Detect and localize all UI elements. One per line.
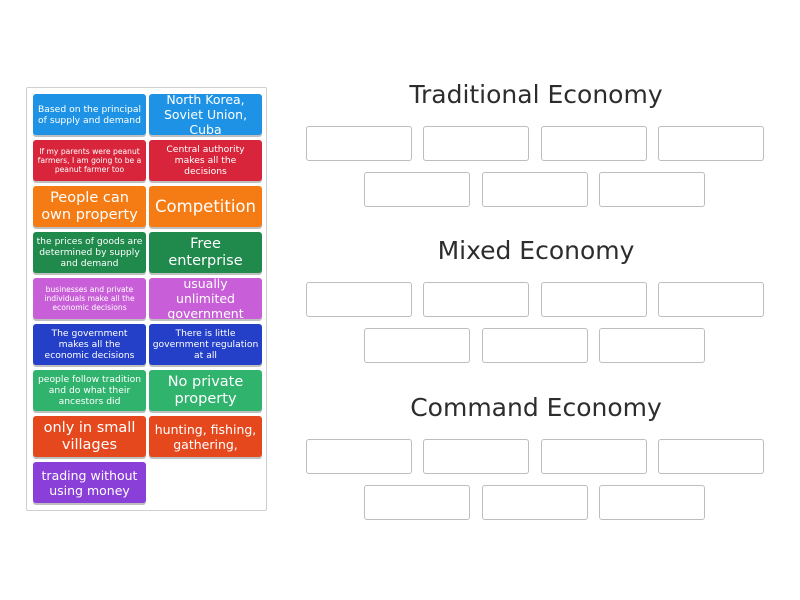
draggable-card[interactable]: No private property <box>149 370 262 411</box>
card-label: trading without using money <box>41 467 138 498</box>
drop-slot[interactable] <box>364 328 470 363</box>
card-label: North Korea, Soviet Union, Cuba <box>163 94 248 135</box>
draggable-card[interactable]: hunting, fishing, gathering, <box>149 416 262 457</box>
draggable-card[interactable]: trading without using money <box>33 462 146 503</box>
card-label: People can own property <box>41 189 138 223</box>
card-label: only in small villages <box>43 419 136 453</box>
drop-slot[interactable] <box>541 282 647 317</box>
card-label: Competition <box>155 197 256 216</box>
card-label: Free enterprise <box>168 235 243 269</box>
drop-slot[interactable] <box>658 126 764 161</box>
drop-slot[interactable] <box>541 439 647 474</box>
drop-slot[interactable] <box>482 328 588 363</box>
card-label: the prices of goods are determined by su… <box>36 236 143 269</box>
card-label: Based on the principal of supply and dem… <box>37 103 142 126</box>
drop-slot[interactable] <box>306 282 412 317</box>
card-label: The government makes all the economic de… <box>44 328 135 361</box>
drop-slot[interactable] <box>599 328 705 363</box>
drop-slot[interactable] <box>599 485 705 520</box>
drop-slot[interactable] <box>599 172 705 207</box>
card-label: If my parents were peanut farmers, I am … <box>37 147 142 174</box>
draggable-card[interactable]: Free enterprise <box>149 232 262 273</box>
draggable-card[interactable]: Based on the principal of supply and dem… <box>33 94 146 135</box>
draggable-card[interactable]: Central authority makes all the decision… <box>149 140 262 181</box>
drop-slot[interactable] <box>364 172 470 207</box>
draggable-card[interactable]: only in small villages <box>33 416 146 457</box>
card-label: No private property <box>167 373 244 407</box>
draggable-card[interactable]: People can own property <box>33 186 146 227</box>
drop-slot[interactable] <box>658 282 764 317</box>
drop-slot[interactable] <box>658 439 764 474</box>
card-label: There is little government regulation at… <box>152 328 259 361</box>
drop-slot[interactable] <box>306 126 412 161</box>
drop-slot[interactable] <box>482 172 588 207</box>
card-label: usually unlimited government <box>167 278 244 319</box>
card-label: Central authority makes all the decision… <box>166 144 245 177</box>
drop-slot[interactable] <box>423 439 529 474</box>
draggable-card[interactable]: The government makes all the economic de… <box>33 324 146 365</box>
draggable-card[interactable]: people follow tradition and do what thei… <box>33 370 146 411</box>
card-label: people follow tradition and do what thei… <box>37 374 142 407</box>
card-label: businesses and private individuals make … <box>44 285 135 312</box>
draggable-card[interactable]: businesses and private individuals make … <box>33 278 146 319</box>
draggable-card[interactable]: There is little government regulation at… <box>149 324 262 365</box>
drop-slot[interactable] <box>423 126 529 161</box>
draggable-card[interactable]: Competition <box>149 186 262 227</box>
draggable-card[interactable]: North Korea, Soviet Union, Cuba <box>149 94 262 135</box>
draggable-card[interactable]: the prices of goods are determined by su… <box>33 232 146 273</box>
drop-slot[interactable] <box>423 282 529 317</box>
group-title-command: Command Economy <box>410 393 662 422</box>
drop-slot[interactable] <box>306 439 412 474</box>
draggable-card[interactable]: If my parents were peanut farmers, I am … <box>33 140 146 181</box>
draggable-card[interactable]: usually unlimited government <box>149 278 262 319</box>
drop-slot[interactable] <box>541 126 647 161</box>
drop-slot[interactable] <box>364 485 470 520</box>
group-title-mixed: Mixed Economy <box>437 236 635 265</box>
group-title-traditional: Traditional Economy <box>409 80 663 109</box>
card-label: hunting, fishing, gathering, <box>154 421 257 452</box>
drop-slot[interactable] <box>482 485 588 520</box>
